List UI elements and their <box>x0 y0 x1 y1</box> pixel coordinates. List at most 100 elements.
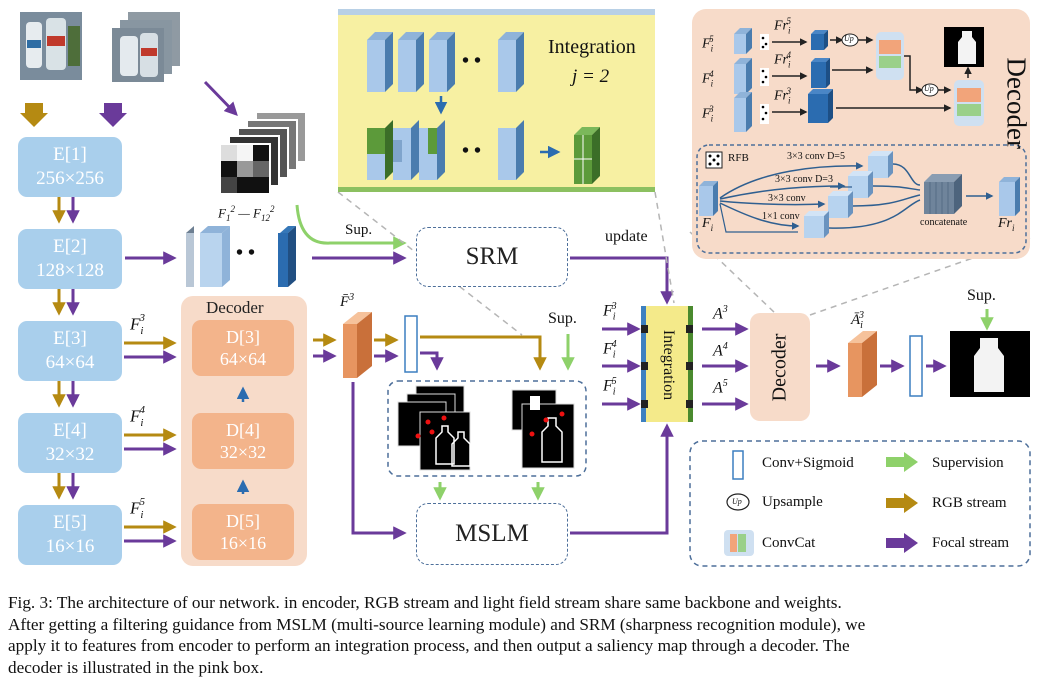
concatenate-label: concatenate <box>920 217 968 228</box>
encoder-name: E[2] <box>53 236 87 257</box>
legend-upsample: Upsample <box>762 494 823 510</box>
detail-fi4: Fi4 <box>702 69 714 89</box>
srm-module: SRM <box>416 227 568 287</box>
integration-input-fi3: Fi3 <box>603 301 617 323</box>
abar3-label: Āi3 <box>851 310 864 331</box>
integration-detail-panel <box>338 9 655 192</box>
decoder-size: 64×64 <box>219 349 267 369</box>
integration-panel-title: Integration <box>548 36 636 58</box>
sup-label-srm: Sup. <box>345 222 373 238</box>
rgb-stream-arrow-icon <box>886 493 918 513</box>
encoder-block-e4: E[4] 32×32 <box>18 413 122 473</box>
encoder-size: 16×16 <box>45 536 95 557</box>
decoder-block-d5: D[5] 16×16 <box>192 504 294 560</box>
encoder-to-decoder-arrows <box>124 336 177 548</box>
abar-feature-block <box>848 331 877 397</box>
conv-3x3-d3-label: 3×3 conv D=3 <box>775 174 833 185</box>
encoder-size: 32×32 <box>45 444 95 465</box>
encoder-input-arrows <box>20 103 127 500</box>
encoder-name: E[1] <box>53 144 87 165</box>
decoder-block-d4: D[4] 32×32 <box>192 413 294 469</box>
figure-caption: Fig. 3: The architecture of our network.… <box>8 592 1030 678</box>
zoom-lines <box>337 191 1031 336</box>
conv-sigmoid-icon <box>732 450 744 480</box>
integration-panel-j: j = 2 <box>572 66 610 87</box>
a3-label: A3 <box>713 304 728 323</box>
encoder-size: 256×256 <box>36 168 104 189</box>
diagram-graphics <box>20 9 1031 567</box>
decoder-size: 16×16 <box>219 533 267 553</box>
integration-input-fi5: Fi5 <box>603 376 617 398</box>
conv-to-mslm-rgb-arrow <box>420 335 547 371</box>
fbar-to-mslm-arrow <box>351 382 407 540</box>
mask-container <box>387 380 587 477</box>
detail-fr4: Fri4 <box>774 50 792 70</box>
decoder-detail-title: Decoder <box>1001 57 1032 149</box>
encoder-name: E[4] <box>53 420 87 441</box>
focal-range-label: F12 — F122 <box>218 204 275 223</box>
decoder-group-title: Decoder <box>206 298 264 317</box>
fbar3-label: F̄3 <box>340 292 355 310</box>
output-saliency-map <box>950 331 1030 397</box>
saliency-mask-small <box>511 389 575 469</box>
decoder-block-d3: D[3] 64×64 <box>192 320 294 376</box>
convcat-icon <box>724 530 754 556</box>
sup-label-mslm: Sup. <box>548 310 577 327</box>
fi3-label: Fi3 <box>130 312 145 338</box>
legend-convcat: ConvCat <box>762 535 816 551</box>
a5-label: A5 <box>713 378 728 397</box>
legend-box <box>689 440 1031 567</box>
a4-label: A4 <box>713 341 728 360</box>
detail-fr5: Fri5 <box>774 16 792 36</box>
encoder-size: 64×64 <box>45 352 95 373</box>
focal-slices-dots: • • <box>236 242 256 264</box>
integration-dots-top: • • <box>462 50 482 72</box>
main-decoder-box <box>750 313 810 421</box>
main-decoder-label: Decoder <box>768 333 791 402</box>
saliency-mask-stack <box>397 385 471 471</box>
final-conv-sigmoid <box>909 335 923 397</box>
fbar3-feature-block <box>343 312 372 378</box>
rfb-fi-label: Fi <box>702 216 714 233</box>
caption-line: After getting a filtering guidance from … <box>8 614 866 634</box>
caption-line: Fig. 3: The architecture of our network.… <box>8 593 842 612</box>
legend-rgb-stream: RGB stream <box>932 495 1007 511</box>
srm-update-arrow <box>570 256 674 305</box>
rgb-input-image <box>20 12 82 80</box>
sup-to-srm-arrow <box>295 204 407 250</box>
encoder-block-e5: E[5] 16×16 <box>18 505 122 565</box>
legend-conv-sigmoid: Conv+Sigmoid <box>762 455 854 471</box>
encoder-size: 128×128 <box>36 260 104 281</box>
detail-fi5: Fi5 <box>702 34 714 54</box>
update-label: update <box>605 228 648 245</box>
srm-label: SRM <box>465 243 519 270</box>
caption-line: apply it to features from encoder to per… <box>8 636 850 655</box>
architecture-diagram: E[1] 256×256 E[2] 128×128 E[3] 64×64 E[4… <box>18 9 1032 567</box>
detail-up-1: Up <box>844 34 854 43</box>
conv-3x3-d5-label: 3×3 conv D=5 <box>787 151 845 162</box>
rfb-label: RFB <box>728 152 749 164</box>
mslm-module: MSLM <box>416 503 568 565</box>
mslm-label: MSLM <box>455 520 529 547</box>
legend-supervision: Supervision <box>932 455 1004 471</box>
conv-to-mslm-focal-arrow <box>420 351 444 371</box>
encoder-block-e3: E[3] 64×64 <box>18 321 122 381</box>
decoder-name: D[3] <box>226 327 260 347</box>
decoder-detail-panel <box>692 9 1030 259</box>
focal-to-slices-arrow <box>203 80 238 116</box>
upsample-icon <box>726 493 750 511</box>
decoder-name: D[4] <box>226 420 260 440</box>
sup-label-output: Sup. <box>967 287 996 304</box>
integration-dots-bottom: • • <box>462 140 482 162</box>
integration-block <box>641 306 693 422</box>
encoder-block-e1: E[1] 256×256 <box>18 137 122 197</box>
integration-input-fi4: Fi4 <box>603 339 617 361</box>
legend-up-icon-text: Up <box>732 497 742 506</box>
mslm-to-integration-arrow <box>570 423 674 535</box>
rfb-fr-label: Fri <box>998 216 1015 233</box>
focal-feature-slices <box>186 226 296 287</box>
conv-sigmoid-block <box>404 315 418 373</box>
caption-line: decoder is illustrated in the pink box. <box>8 657 264 677</box>
conv-1x1-label: 1×1 conv <box>762 211 800 222</box>
conv-3x3-label: 3×3 conv <box>768 193 806 204</box>
